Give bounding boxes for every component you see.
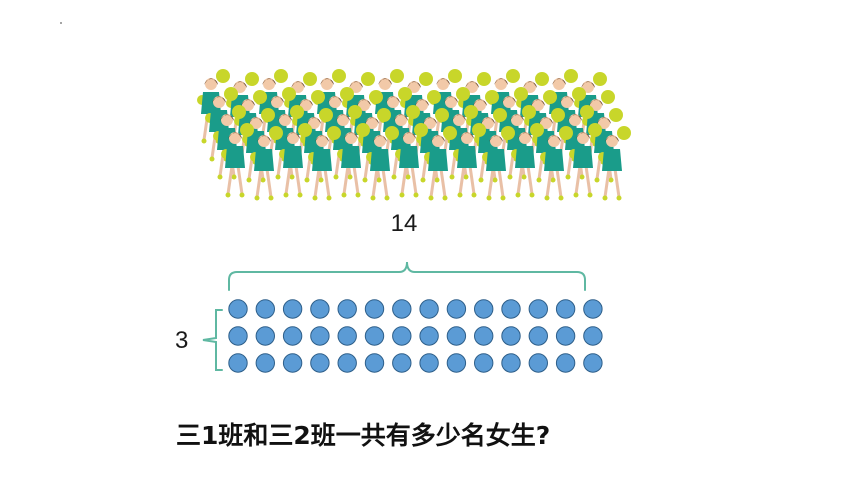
dot: [282, 353, 303, 373]
dot: [446, 326, 467, 346]
dot: [228, 299, 248, 319]
dot: [474, 299, 494, 319]
dot: [364, 353, 385, 373]
dot: [528, 353, 548, 373]
dot: [228, 353, 248, 373]
dot: [501, 299, 521, 319]
dot: [446, 299, 467, 319]
dot: [310, 353, 330, 373]
dot: [583, 299, 603, 319]
cheerleader-figure: [453, 123, 486, 198]
dot: [255, 326, 275, 346]
dot: [446, 353, 467, 373]
dot: [555, 299, 576, 319]
question-text: 三1班和三2班一共有多少名女生?: [176, 421, 551, 450]
dot: [255, 353, 275, 373]
dot: [474, 353, 494, 373]
dot: [528, 299, 548, 319]
dot: [419, 353, 439, 373]
dot: [501, 353, 521, 373]
dot: [364, 299, 385, 319]
dot: [528, 326, 548, 346]
top-count-label: 14: [390, 210, 418, 237]
cheerleader-figure: [424, 126, 457, 201]
dot: [501, 326, 521, 346]
cheerleader-figure: [503, 105, 536, 180]
dot: [392, 353, 412, 373]
cheerleader-figure: [540, 126, 573, 201]
cheerleader-figure: [279, 123, 312, 198]
cheerleader-figure: [308, 126, 341, 201]
dot: [364, 326, 385, 346]
dot: [583, 326, 603, 346]
cheerleader-figure: [482, 126, 515, 201]
dot: [419, 299, 439, 319]
corner-mark: [60, 22, 62, 24]
cheerleader-figure: [366, 126, 399, 201]
cheerleader-figure: [221, 123, 254, 198]
cheerleader-figure: [395, 123, 428, 198]
dot: [555, 353, 576, 373]
dot-grid: [228, 299, 603, 373]
dot: [310, 299, 330, 319]
cheerleader-figure: [337, 123, 370, 198]
dot: [392, 299, 412, 319]
dot: [255, 299, 275, 319]
cheerleader-figure: [598, 126, 631, 201]
left-brace: [202, 309, 223, 371]
cheerleader-figure: [511, 123, 544, 198]
side-count-label: 3: [175, 327, 189, 354]
cheerleader-figure: [250, 126, 283, 201]
dot: [310, 326, 330, 346]
dot: [282, 326, 303, 346]
dot: [555, 326, 576, 346]
dot: [419, 326, 439, 346]
dot: [337, 299, 357, 319]
dot: [228, 326, 248, 346]
cheerleader-figure: [569, 123, 602, 198]
dot: [392, 326, 412, 346]
dot: [474, 326, 494, 346]
dot: [282, 299, 303, 319]
top-brace: [228, 261, 586, 291]
dot: [337, 326, 357, 346]
dot: [583, 353, 603, 373]
dot: [337, 353, 357, 373]
